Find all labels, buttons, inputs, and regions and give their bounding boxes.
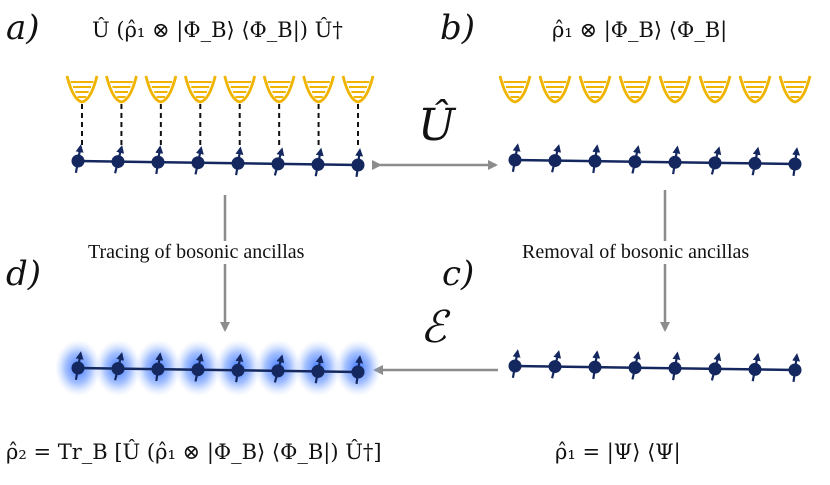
bosonic-trap bbox=[105, 75, 138, 104]
bosonic-trap bbox=[223, 75, 257, 104]
panel-label-b: b) bbox=[440, 8, 476, 48]
formula-a: Û (ρ̂₁ ⊗ |Φ_B⟩ ⟨Φ_B|) Û† bbox=[92, 18, 343, 42]
bosonic-trap bbox=[498, 75, 532, 104]
spin-site bbox=[748, 156, 762, 170]
spin-site bbox=[151, 155, 165, 169]
spin-site bbox=[548, 154, 562, 168]
spin-site bbox=[191, 156, 205, 170]
bosonic-trap bbox=[698, 75, 732, 104]
spin-site bbox=[588, 360, 602, 374]
spin-site bbox=[351, 158, 365, 172]
bosonic-trap bbox=[658, 75, 692, 104]
panel-label-a: a) bbox=[6, 8, 40, 48]
caption-removal: Removal of bosonic ancillas bbox=[518, 241, 754, 264]
boson-row-b bbox=[498, 75, 812, 104]
bosonic-trap bbox=[778, 75, 812, 104]
spin-site bbox=[191, 363, 205, 377]
formula-b: ρ̂₁ ⊗ |Φ_B⟩ ⟨Φ_B| bbox=[552, 18, 728, 42]
spin-site bbox=[748, 362, 762, 376]
spin-site bbox=[628, 155, 642, 169]
bosonic-trap bbox=[302, 75, 335, 104]
chain-bond bbox=[77, 159, 359, 167]
spin-site bbox=[71, 361, 85, 375]
spin-chain-b bbox=[508, 143, 802, 177]
spin-site bbox=[708, 362, 722, 376]
spin-site bbox=[231, 156, 245, 170]
spin-site bbox=[311, 157, 325, 171]
formula-d: ρ̂₂ = Tr_B [Û (ρ̂₁ ⊗ |Φ_B⟩ ⟨Φ_B|) Û†] bbox=[6, 440, 382, 464]
channel-operator: ℰ bbox=[420, 302, 447, 353]
chain-bond bbox=[514, 364, 796, 372]
spin-site bbox=[788, 157, 802, 171]
bosonic-trap bbox=[262, 75, 296, 104]
spin-site bbox=[351, 365, 365, 379]
bosonic-trap bbox=[618, 75, 652, 104]
panel-label-c: c) bbox=[442, 254, 475, 294]
spin-site bbox=[151, 362, 165, 376]
spin-site bbox=[231, 363, 245, 377]
unitary-operator: Û bbox=[418, 100, 456, 151]
spin-site bbox=[271, 364, 285, 378]
bosonic-trap bbox=[738, 75, 772, 104]
spin-site bbox=[508, 153, 522, 167]
bosonic-trap bbox=[65, 75, 99, 104]
spin-site bbox=[708, 156, 722, 170]
spin-chain-d bbox=[55, 340, 381, 396]
spin-site bbox=[548, 360, 562, 374]
spin-site bbox=[271, 157, 285, 171]
spin-site bbox=[111, 362, 125, 376]
spin-site bbox=[588, 154, 602, 168]
panel-label-d: d) bbox=[6, 254, 42, 294]
caption-tracing: Tracing of bosonic ancillas bbox=[84, 241, 309, 264]
bosonic-trap bbox=[144, 75, 178, 104]
bosonic-trap bbox=[538, 75, 572, 104]
spin-site bbox=[508, 359, 522, 373]
formula-c: ρ̂₁ = |Ψ⟩ ⟨Ψ| bbox=[555, 440, 681, 464]
spin-site bbox=[628, 361, 642, 375]
spin-chain-a bbox=[71, 144, 365, 178]
spin-site bbox=[311, 364, 325, 378]
boson-row-a bbox=[65, 75, 375, 146]
chain-bond bbox=[514, 158, 796, 166]
bosonic-trap bbox=[341, 75, 375, 104]
bosonic-trap bbox=[183, 75, 217, 104]
spin-site bbox=[111, 155, 125, 169]
spin-site bbox=[668, 155, 682, 169]
spin-site bbox=[788, 363, 802, 377]
spin-site bbox=[668, 361, 682, 375]
spin-site bbox=[71, 154, 85, 168]
spin-chain-c bbox=[508, 349, 802, 383]
bosonic-trap bbox=[578, 75, 612, 104]
chain-bond bbox=[77, 366, 359, 374]
